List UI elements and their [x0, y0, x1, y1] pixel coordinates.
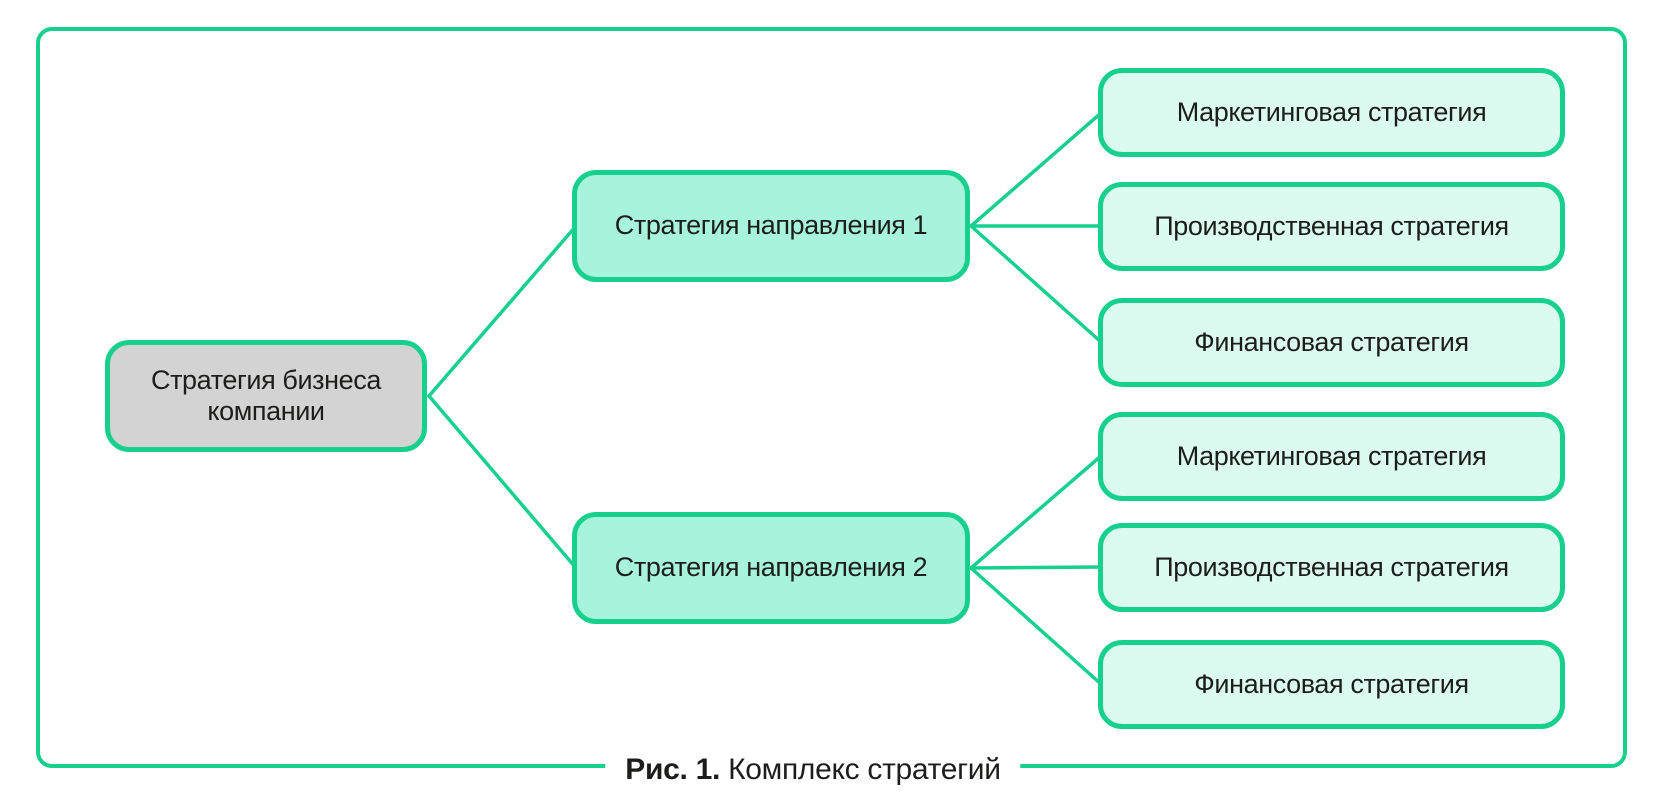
- connector-root-branch2: [427, 394, 578, 570]
- node-label: Маркетинговая стратегия: [1176, 96, 1487, 127]
- node-label: Стратегия бизнеса компании: [150, 364, 381, 426]
- connector-branch1-leaf3: [969, 224, 1103, 344]
- node-label: Производственная стратегия: [1154, 551, 1509, 582]
- node-financial-strategy-1: Финансовая стратегия: [1098, 298, 1565, 387]
- connector-branch2-leaf2: [969, 565, 1103, 570]
- node-direction-strategy-2: Стратегия направления 2: [572, 512, 970, 624]
- connector-branch2-leaf1: [969, 454, 1103, 570]
- node-label: Стратегия направления 2: [614, 552, 928, 583]
- figure-caption-text: Комплекс стратегий: [728, 753, 1001, 786]
- node-marketing-strategy-1: Маркетинговая стратегия: [1098, 68, 1565, 157]
- node-label: Маркетинговая стратегия: [1176, 440, 1487, 471]
- connector-branch2-leaf3: [969, 566, 1103, 686]
- node-label: Стратегия направления 1: [614, 210, 928, 241]
- node-company-business-strategy: Стратегия бизнеса компании: [105, 340, 427, 452]
- node-production-strategy-1: Производственная стратегия: [1098, 182, 1565, 271]
- node-label: Финансовая стратегия: [1194, 326, 1469, 357]
- node-direction-strategy-1: Стратегия направления 1: [572, 170, 970, 282]
- connector-root-branch1: [427, 224, 578, 398]
- node-marketing-strategy-2: Маркетинговая стратегия: [1098, 412, 1565, 501]
- node-financial-strategy-2: Финансовая стратегия: [1098, 640, 1565, 729]
- node-label: Финансовая стратегия: [1194, 668, 1469, 699]
- figure-caption: Рис. 1. Комплекс стратегий: [605, 747, 1021, 793]
- figure-caption-number: Рис. 1.: [625, 753, 721, 786]
- connector-branch1-leaf1: [969, 111, 1103, 228]
- node-production-strategy-2: Производственная стратегия: [1098, 523, 1565, 612]
- node-label: Производственная стратегия: [1154, 210, 1509, 241]
